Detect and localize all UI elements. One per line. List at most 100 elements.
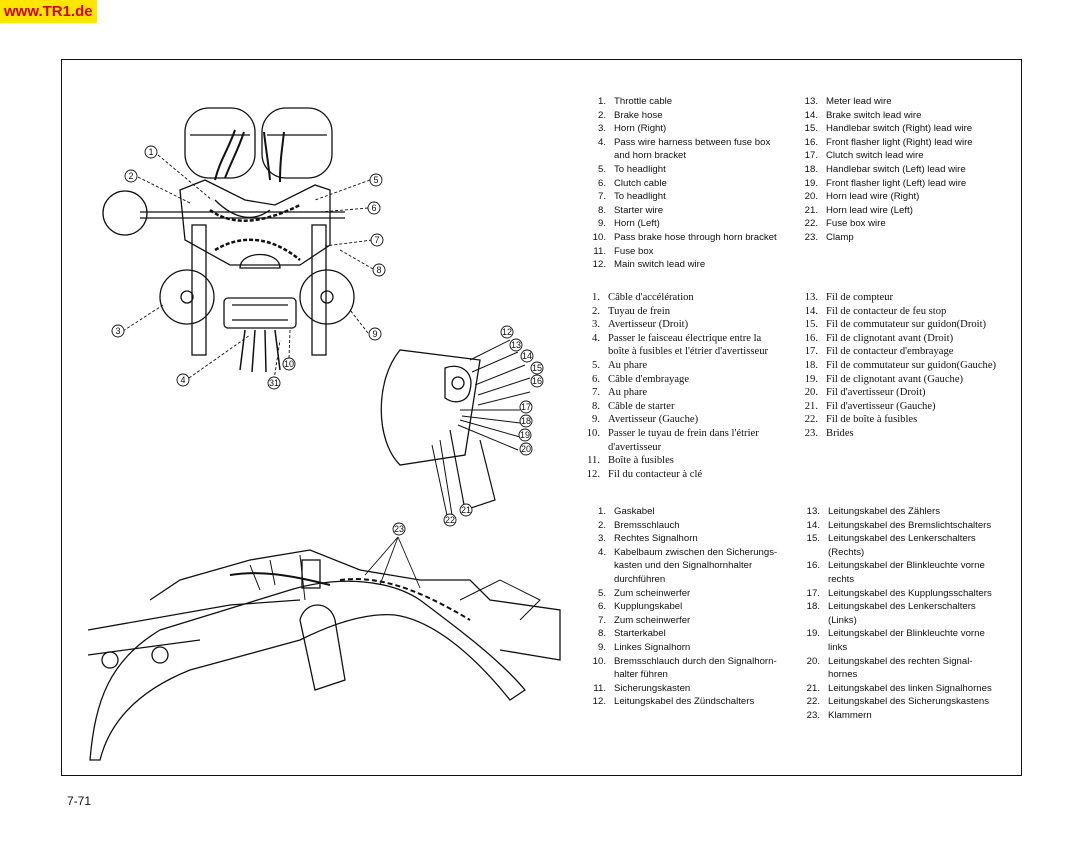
legend-item-number: 5.	[597, 587, 606, 599]
legend-item: 4.Pass wire harness between fuse box	[582, 136, 777, 150]
legend-item-number: 22.	[804, 414, 818, 426]
site-watermark: www.TR1.de	[0, 0, 97, 23]
legend-item-number: 18.	[804, 163, 818, 175]
legend-item-text: Meter lead wire	[826, 96, 892, 107]
callout-12: 12	[502, 327, 512, 337]
legend-item-number: 23.	[804, 427, 818, 439]
legend-item-text: Brake switch lead wire	[826, 109, 922, 121]
legend-item-text: Klammern	[828, 709, 872, 721]
legend-item-number: 11.	[593, 245, 606, 257]
legend-item-text: Avertisseur (Droit)	[608, 319, 689, 331]
legend-item-number: 17.	[806, 587, 820, 599]
legend-item: 9.Avertisseur (Gauche)	[576, 413, 768, 427]
legend-item-number: 4.	[592, 332, 600, 344]
legend-item: 22.Leitungskabel des Sicherungskastens	[796, 695, 992, 709]
legend-item-text: Leitungskabel der Blinkleuchte vorne	[828, 560, 985, 572]
legend-item: 11.Sicherungskasten	[582, 682, 777, 696]
callout-16: 16	[532, 376, 542, 386]
speedometer-pod	[184, 107, 256, 179]
legend-item: rechts	[796, 573, 992, 587]
legend-item: 16.Leitungskabel der Blinkleuchte vorne	[796, 559, 992, 573]
legend-item-text: Front flasher light (Left) lead wire	[826, 177, 967, 189]
legend-item-number: 15.	[804, 319, 818, 331]
legend-item-number: 9.	[592, 414, 600, 426]
legend-item-number: 13.	[806, 506, 820, 517]
legend-item-number: 21.	[806, 682, 820, 694]
left-horn	[299, 269, 355, 325]
legend-item-text: Câble de starter	[608, 400, 675, 412]
legend-item: (Links)	[796, 614, 992, 628]
legend-item-text: kasten und den Signalhornhalter	[614, 560, 753, 572]
legend-item-number: 7.	[592, 387, 600, 399]
legend-item-number: 14.	[804, 305, 818, 317]
legend-item: 22. Fuse box wire	[794, 217, 973, 231]
legend-item-number: 21.	[804, 400, 818, 412]
handlebar-grip	[102, 190, 148, 236]
legend-item: 11.Fuse box	[582, 245, 777, 259]
legend-item: 15.Handlebar switch (Right) lead wire	[794, 122, 973, 136]
legend-item-number	[582, 149, 614, 163]
legend-item-number: 5.	[592, 359, 600, 371]
legend-item-text: Passer le faisceau électrique entre la	[608, 332, 762, 344]
callout-9: 9	[372, 329, 377, 339]
legend-item-number: 18.	[806, 601, 820, 613]
legend-item-text: Leitungskabel des Bremslichtschalters	[828, 519, 992, 531]
legend-item: 22.Fil de boîte à fusibles	[794, 413, 996, 427]
callout-31: 31	[269, 378, 279, 388]
legend-item-number: 16.	[804, 332, 818, 344]
legend-item-number: 17.	[804, 346, 818, 358]
legend-item-number: 15.	[804, 123, 818, 135]
legend-item-number	[796, 546, 828, 560]
callout-1: 1	[148, 147, 153, 157]
legend-item: 8. Câble de starter	[576, 400, 768, 414]
legend-item-number: 19.	[804, 373, 818, 385]
legend-item: 15.Fil de commutateur sur guidon(Droit)	[794, 318, 996, 332]
legend-item: 18.Fil de commutateur sur guidon(Gauche)	[794, 359, 996, 373]
legend-item-text: Fuse box wire	[826, 218, 886, 230]
legend-item: boîte à fusibles et l'étrier d'avertisse…	[576, 345, 768, 359]
legend-item: 4. Passer le faisceau électrique entre la	[576, 332, 768, 346]
legend-item-text: Tuyau de frein	[608, 305, 670, 317]
legend-item-text: Sicherungskasten	[614, 682, 691, 694]
legend-item-text: links	[828, 641, 848, 653]
legend-item-number: 3.	[592, 319, 600, 331]
legend-item-number	[576, 345, 608, 359]
legend-item-text: Horn lead wire (Left)	[826, 204, 913, 216]
legend-item-number: 22.	[804, 218, 818, 230]
legend-item: 12.Fil du contacteur à clé	[576, 468, 768, 482]
legend-item-number	[796, 614, 828, 628]
legend-item-text: Fil de clignotant avant (Gauche)	[826, 373, 964, 385]
legend-item-text: Gaskabel	[614, 506, 655, 517]
legend-item-text: To headlight	[614, 191, 666, 203]
legend-item-number: 3.	[597, 533, 606, 545]
legend-item-text: Leitungskabel des Zählers	[828, 506, 940, 517]
legend-item: 14.Brake switch lead wire	[794, 109, 973, 123]
legend-item-number: 8.	[592, 400, 600, 412]
legend-item-number	[576, 441, 608, 455]
legend-item-number: 10.	[586, 427, 600, 439]
legend-item-number: 22.	[806, 696, 820, 708]
clamp	[301, 559, 321, 589]
figure-frame	[61, 59, 1022, 776]
legend-item-text: Au phare	[608, 359, 648, 371]
legend-item: 20.Horn lead wire (Right)	[794, 190, 973, 204]
legend-item-number: 5.	[597, 163, 606, 175]
page-number: 7-71	[67, 794, 92, 808]
legend-item-text: Starter wire	[614, 204, 664, 216]
callout-4: 4	[180, 375, 185, 385]
legend-item: 6.Kupplungskabel	[582, 600, 777, 614]
legend-item-number: 17.	[804, 150, 818, 162]
legend-item: 23.Klammern	[796, 709, 992, 723]
legend-item: 2.Brake hose	[582, 109, 777, 123]
legend-item-text: Throttle cable	[614, 96, 673, 107]
headlight-shell	[380, 349, 481, 466]
fuse-box	[223, 297, 297, 329]
legend-item-text: durchführen	[614, 573, 666, 585]
legend-item-number: 9.	[597, 218, 606, 230]
legend-item: 9.Linkes Signalhorn	[582, 641, 777, 655]
legend-item-number: 14.	[806, 519, 820, 531]
